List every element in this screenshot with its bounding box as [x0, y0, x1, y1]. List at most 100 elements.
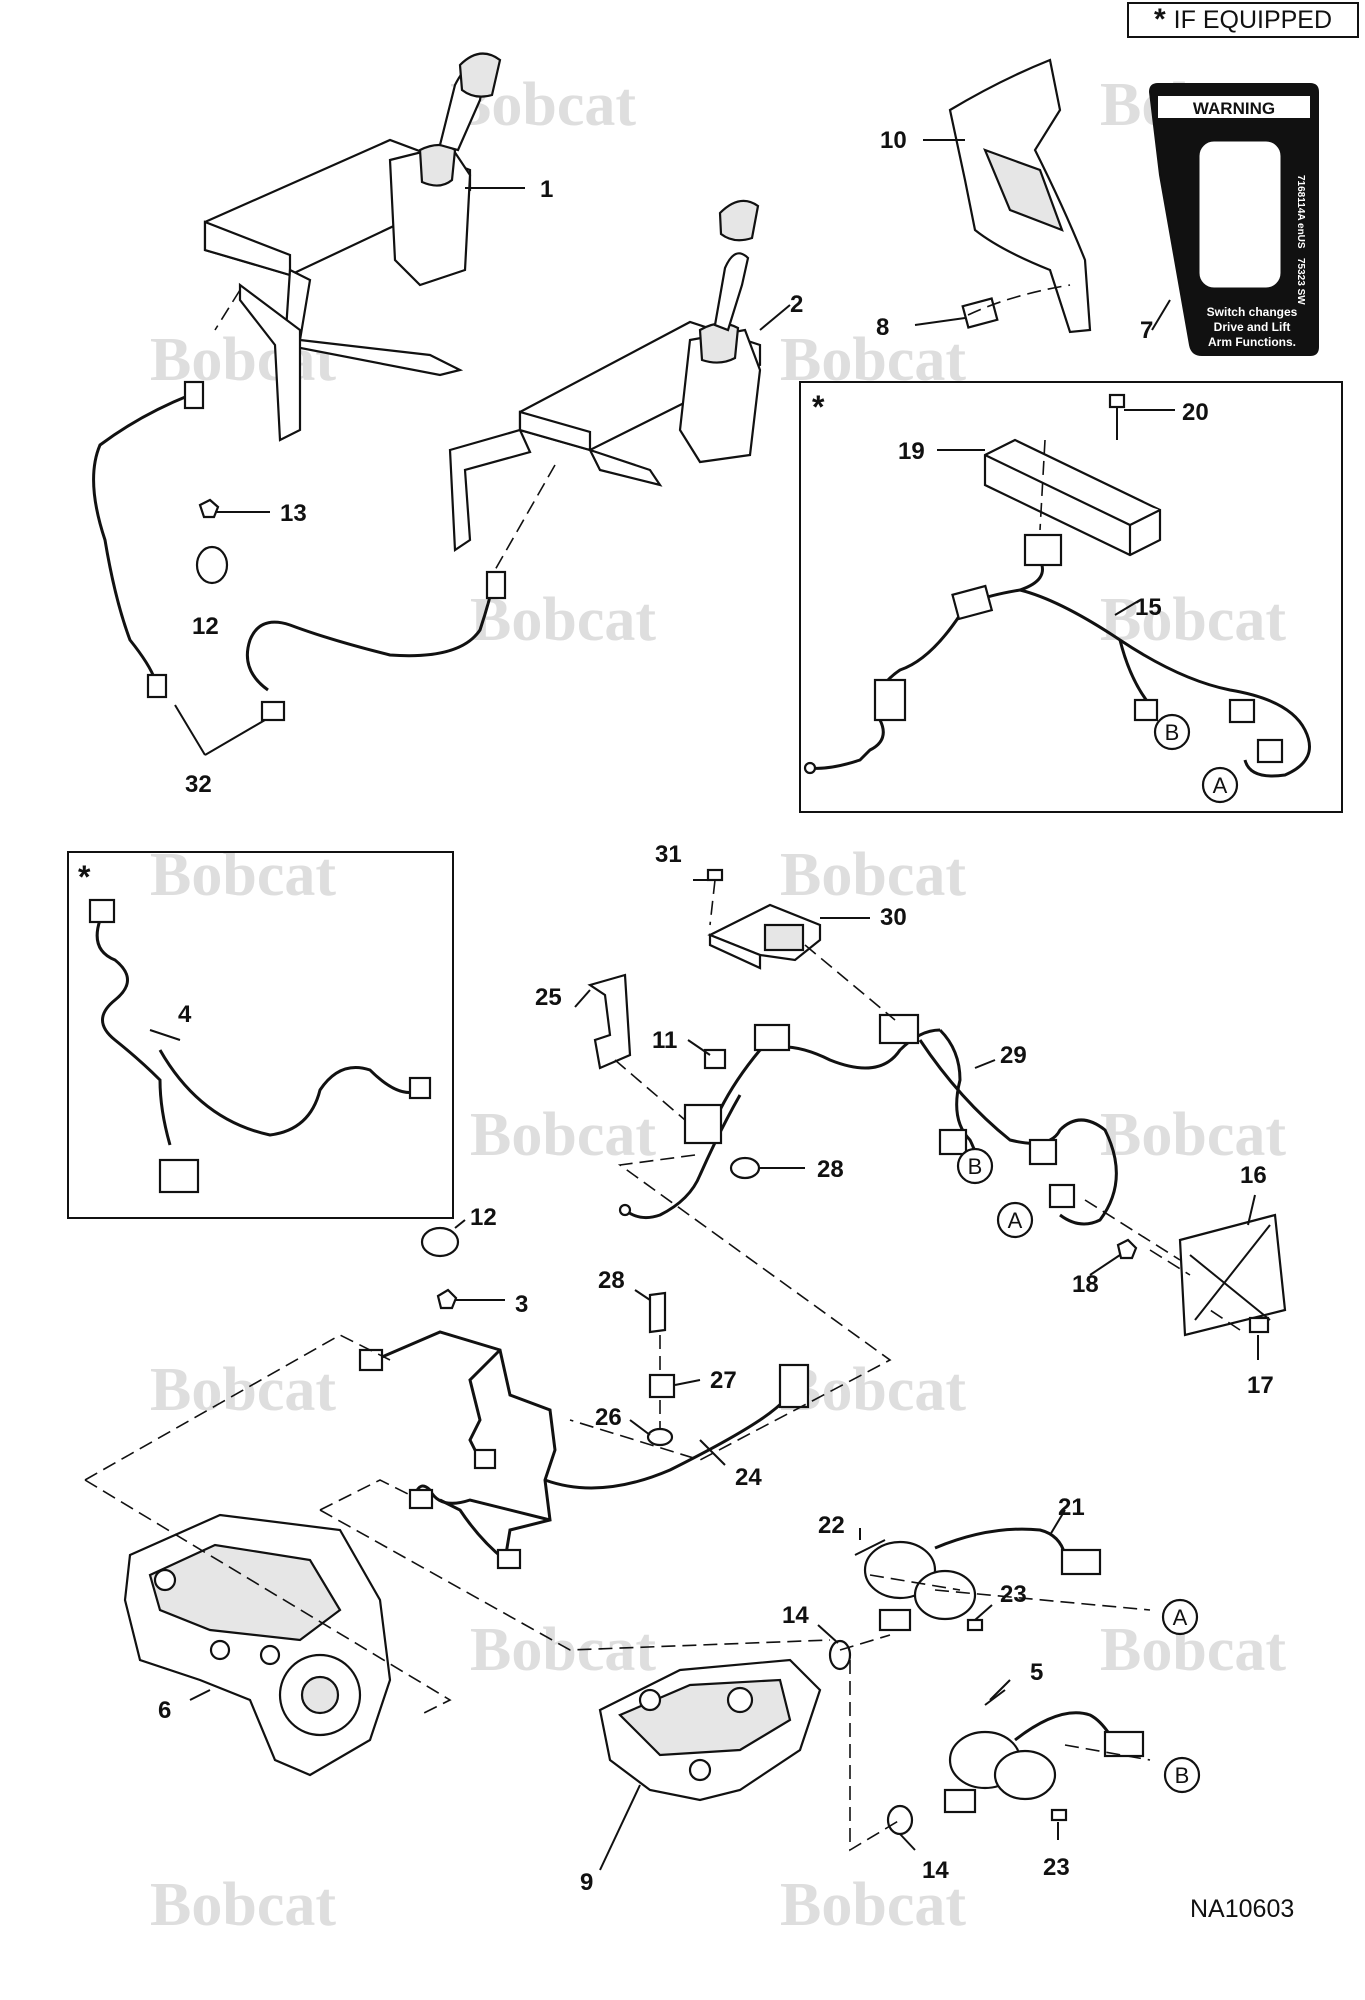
part-label-10: 10 — [880, 127, 907, 154]
clamp-12 — [195, 545, 229, 585]
part-label-26: 26 — [595, 1404, 622, 1431]
part-label-32: 32 — [185, 771, 212, 798]
watermark: Bobcat — [780, 841, 966, 909]
part-label-16: 16 — [1240, 1162, 1267, 1189]
o-ring-14-upper — [828, 1639, 852, 1671]
decal-line-1: Switch changes — [1207, 305, 1298, 319]
harness-4 — [88, 898, 432, 1194]
harness-24 — [358, 1330, 810, 1570]
part-number-labels: 1 2 3 4 5 6 7 8 9 10 11 12 12 13 14 14 1… — [158, 127, 1274, 1896]
watermark: Bobcat — [780, 1356, 966, 1424]
bolt-17 — [1248, 1316, 1270, 1334]
optional-marker: * — [78, 859, 91, 895]
clamp-28-lower — [648, 1291, 667, 1334]
control-module-19 — [983, 438, 1162, 557]
part-label-4: 4 — [178, 1001, 192, 1028]
part-label-5: 5 — [1030, 1659, 1043, 1686]
figure-code: NA10603 — [1190, 1895, 1295, 1923]
part-label-25: 25 — [535, 984, 562, 1011]
pin-23-upper — [966, 1618, 984, 1632]
hydrostatic-pump — [123, 1513, 392, 1777]
harness-32 — [92, 380, 507, 722]
part-label-24: 24 — [735, 1464, 762, 1491]
connector-a-label: A — [1173, 1605, 1188, 1630]
part-label-12: 12 — [192, 613, 219, 640]
nut-3 — [436, 1288, 458, 1310]
control-module-30 — [707, 903, 822, 970]
if-equipped-note: * IF EQUIPPED — [1127, 2, 1359, 38]
part-label-29: 29 — [1000, 1042, 1027, 1069]
solenoid-5 — [943, 1711, 1145, 1814]
part-label-14: 14 — [922, 1857, 949, 1884]
control-valve — [598, 1658, 822, 1802]
connector-callouts: B A B A A B — [956, 713, 1239, 1794]
clip-27 — [648, 1373, 676, 1399]
watermark: Bobcat — [150, 1871, 336, 1939]
part-label-12: 12 — [470, 1204, 497, 1231]
part-label-2: 2 — [790, 291, 803, 318]
part-label-22: 22 — [818, 1512, 845, 1539]
part-label-13: 13 — [280, 500, 307, 527]
part-label-8: 8 — [876, 314, 889, 341]
optional-panel-15-19 — [799, 381, 1343, 813]
pin-5 — [984, 1689, 1006, 1706]
connector-a-label: A — [1008, 1208, 1023, 1233]
watermark: Bobcat — [470, 1101, 656, 1169]
asterisk-icon: * — [1153, 3, 1166, 36]
washer-26 — [646, 1427, 674, 1447]
nut-13 — [198, 498, 220, 519]
decal-line-2: Drive and Lift — [1214, 320, 1291, 334]
part-label-6: 6 — [158, 1697, 171, 1724]
decal-code-2: 75323 SW — [1295, 258, 1306, 305]
part-label-1: 1 — [540, 176, 553, 203]
watermark: Bobcat — [1100, 1101, 1286, 1169]
connector-b-label: B — [1175, 1763, 1190, 1788]
part-label-28: 28 — [598, 1267, 625, 1294]
joystick-controller-right — [448, 199, 762, 552]
solenoid-21 — [863, 1527, 1102, 1632]
watermark: Bobcat — [1100, 586, 1286, 654]
decal-code-1: 7168114A enUS — [1295, 175, 1306, 249]
joystick-controller-left — [203, 52, 502, 442]
part-label-27: 27 — [710, 1367, 737, 1394]
part-label-23: 23 — [1000, 1581, 1027, 1608]
part-label-7: 7 — [1140, 317, 1153, 344]
warning-decal: WARNING Switch changes Drive and Lift Ar… — [1148, 83, 1319, 356]
clamp-28 — [729, 1156, 761, 1180]
part-label-3: 3 — [515, 1291, 528, 1318]
screw-31 — [706, 868, 724, 882]
part-label-14: 14 — [782, 1602, 809, 1629]
clamp-12-lower — [420, 1226, 460, 1258]
part-label-28: 28 — [817, 1156, 844, 1183]
watermark: Bobcat — [470, 1616, 656, 1684]
pin-23-lower — [1050, 1808, 1068, 1822]
watermark: Bobcat — [150, 326, 336, 394]
watermark: Bobcat — [780, 1871, 966, 1939]
part-label-17: 17 — [1247, 1372, 1274, 1399]
decal-line-3: Arm Functions. — [1208, 335, 1296, 349]
part-label-30: 30 — [880, 904, 907, 931]
part-label-9: 9 — [580, 1869, 593, 1896]
connector-a-label: A — [1213, 773, 1228, 798]
part-label-11: 11 — [652, 1027, 677, 1054]
bracket-25 — [587, 973, 632, 1070]
connector-b-label: B — [968, 1154, 983, 1179]
assembly-dashed-lines — [84, 284, 1241, 1852]
part-label-21: 21 — [1058, 1494, 1085, 1521]
part-label-31: 31 — [655, 841, 682, 868]
nut-18 — [1116, 1238, 1138, 1260]
if-equipped-label: IF EQUIPPED — [1173, 5, 1333, 34]
switch — [961, 297, 999, 329]
part-label-23: 23 — [1043, 1854, 1070, 1881]
part-label-15: 15 — [1135, 594, 1162, 621]
operator-panel — [948, 58, 1092, 334]
leader-lines — [149, 139, 1259, 1871]
decal-warning-title: WARNING — [1193, 99, 1275, 118]
harness-29 — [618, 1013, 1118, 1226]
pin-22 — [854, 1539, 886, 1556]
watermark: Bobcat — [780, 326, 966, 394]
part-label-18: 18 — [1072, 1271, 1099, 1298]
connector-b-label: B — [1165, 720, 1180, 745]
optional-panel-4 — [67, 851, 454, 1219]
